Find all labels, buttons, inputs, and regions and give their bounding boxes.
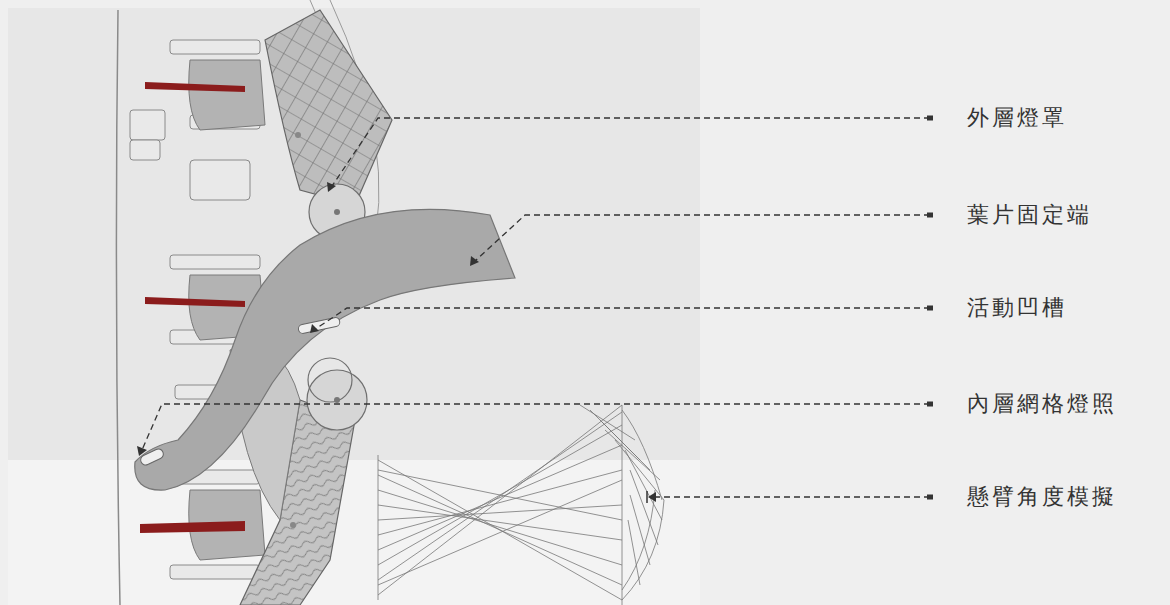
part-label: 葉片固定端 [965,202,1094,228]
part-label: 懸臂角度模擬 [965,484,1119,510]
part-label: 活動凹槽 [965,295,1069,321]
part-label: 外層燈罩 [965,105,1069,131]
part-label: 內層網格燈照 [965,391,1119,417]
